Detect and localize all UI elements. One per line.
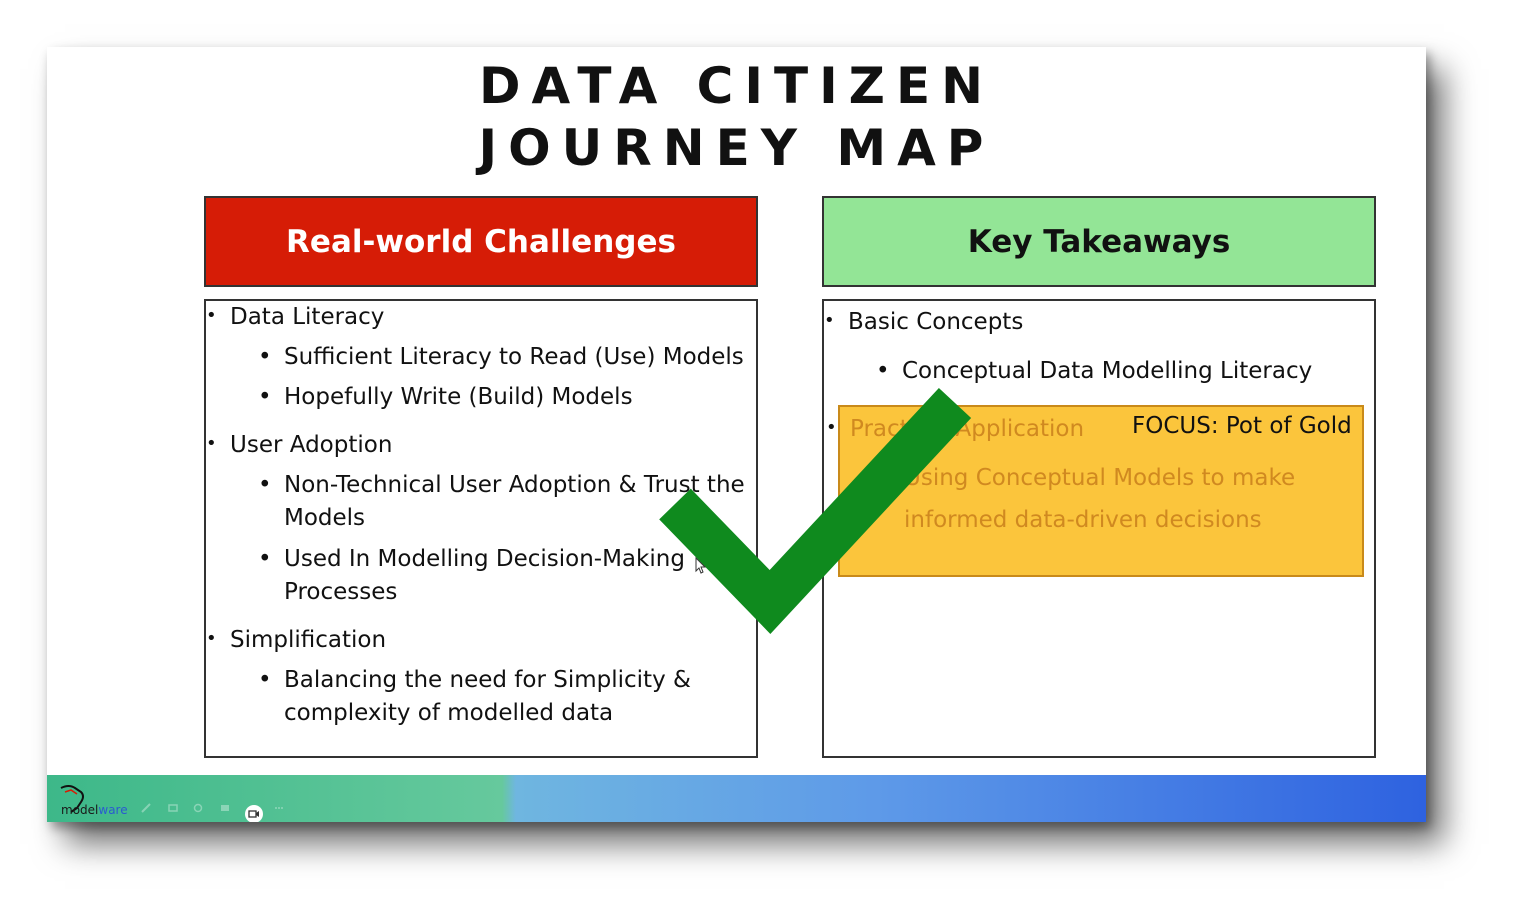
- list-item-continuation: complexity of modelled data: [284, 700, 614, 726]
- bullet: •: [824, 310, 835, 331]
- list-item: • Non-Technical User Adoption & Trust th…: [258, 469, 745, 502]
- list-item: • User Adoption: [206, 429, 392, 462]
- list-item: • Data Literacy: [206, 301, 384, 334]
- takeaways-panel: • Basic Concepts • Conceptual Data Model…: [822, 299, 1376, 758]
- bullet: •: [206, 305, 217, 326]
- bullet: •: [258, 472, 272, 498]
- title-line-1: DATA CITIZEN: [479, 57, 994, 115]
- bullet: •: [258, 667, 272, 693]
- pen-icon[interactable]: [141, 803, 153, 813]
- list-item: • Practical Application: [826, 413, 1084, 446]
- list-item: • Basic Concepts: [824, 306, 1023, 339]
- bullet: •: [206, 433, 217, 454]
- list-item: • Conceptual Data Modelling Literacy: [876, 355, 1312, 388]
- bullet: •: [876, 358, 890, 384]
- zoom-icon[interactable]: [193, 803, 205, 813]
- list-item: • Used In Modelling Decision-Making: [258, 543, 685, 576]
- takeaways-header: Key Takeaways: [822, 196, 1376, 287]
- bullet: •: [826, 417, 837, 438]
- bottom-toolbar: modelware: [47, 775, 1426, 822]
- title-line-2: JOURNEY MAP: [478, 119, 995, 177]
- bullet: •: [258, 344, 272, 370]
- camera-icon[interactable]: [245, 805, 263, 822]
- bullet: •: [206, 628, 217, 649]
- bullet: •: [258, 384, 272, 410]
- modelware-logo: [60, 785, 84, 813]
- menu-icon[interactable]: [219, 803, 231, 813]
- list-item: • Balancing the need for Simplicity &: [258, 664, 691, 697]
- challenges-header: Real-world Challenges: [204, 196, 758, 287]
- highlighter-icon[interactable]: [167, 803, 179, 813]
- list-item-continuation: informed data-driven decisions: [904, 507, 1262, 533]
- challenges-panel: • Data Literacy • Sufficient Literacy to…: [204, 299, 758, 758]
- list-item: • Sufficient Literacy to Read (Use) Mode…: [258, 341, 744, 374]
- focus-box: • Practical Application FOCUS: Pot of Go…: [826, 405, 1364, 577]
- logo-text: modelware: [61, 803, 128, 817]
- list-item-continuation: Processes: [284, 579, 398, 605]
- list-item-continuation: Models: [284, 505, 366, 531]
- slide-title: DATA CITIZEN JOURNEY MAP: [47, 55, 1426, 179]
- bullet: •: [258, 546, 272, 572]
- list-item: • Simplification: [206, 624, 386, 657]
- cursor-icon: [695, 557, 707, 574]
- list-item: • Hopefully Write (Build) Models: [258, 381, 633, 414]
- more-icon[interactable]: [273, 803, 285, 813]
- list-item: Using Conceptual Models to make: [904, 465, 1296, 491]
- slide: DATA CITIZEN JOURNEY MAP Real-world Chal…: [47, 47, 1426, 822]
- focus-label: FOCUS: Pot of Gold: [1132, 413, 1352, 439]
